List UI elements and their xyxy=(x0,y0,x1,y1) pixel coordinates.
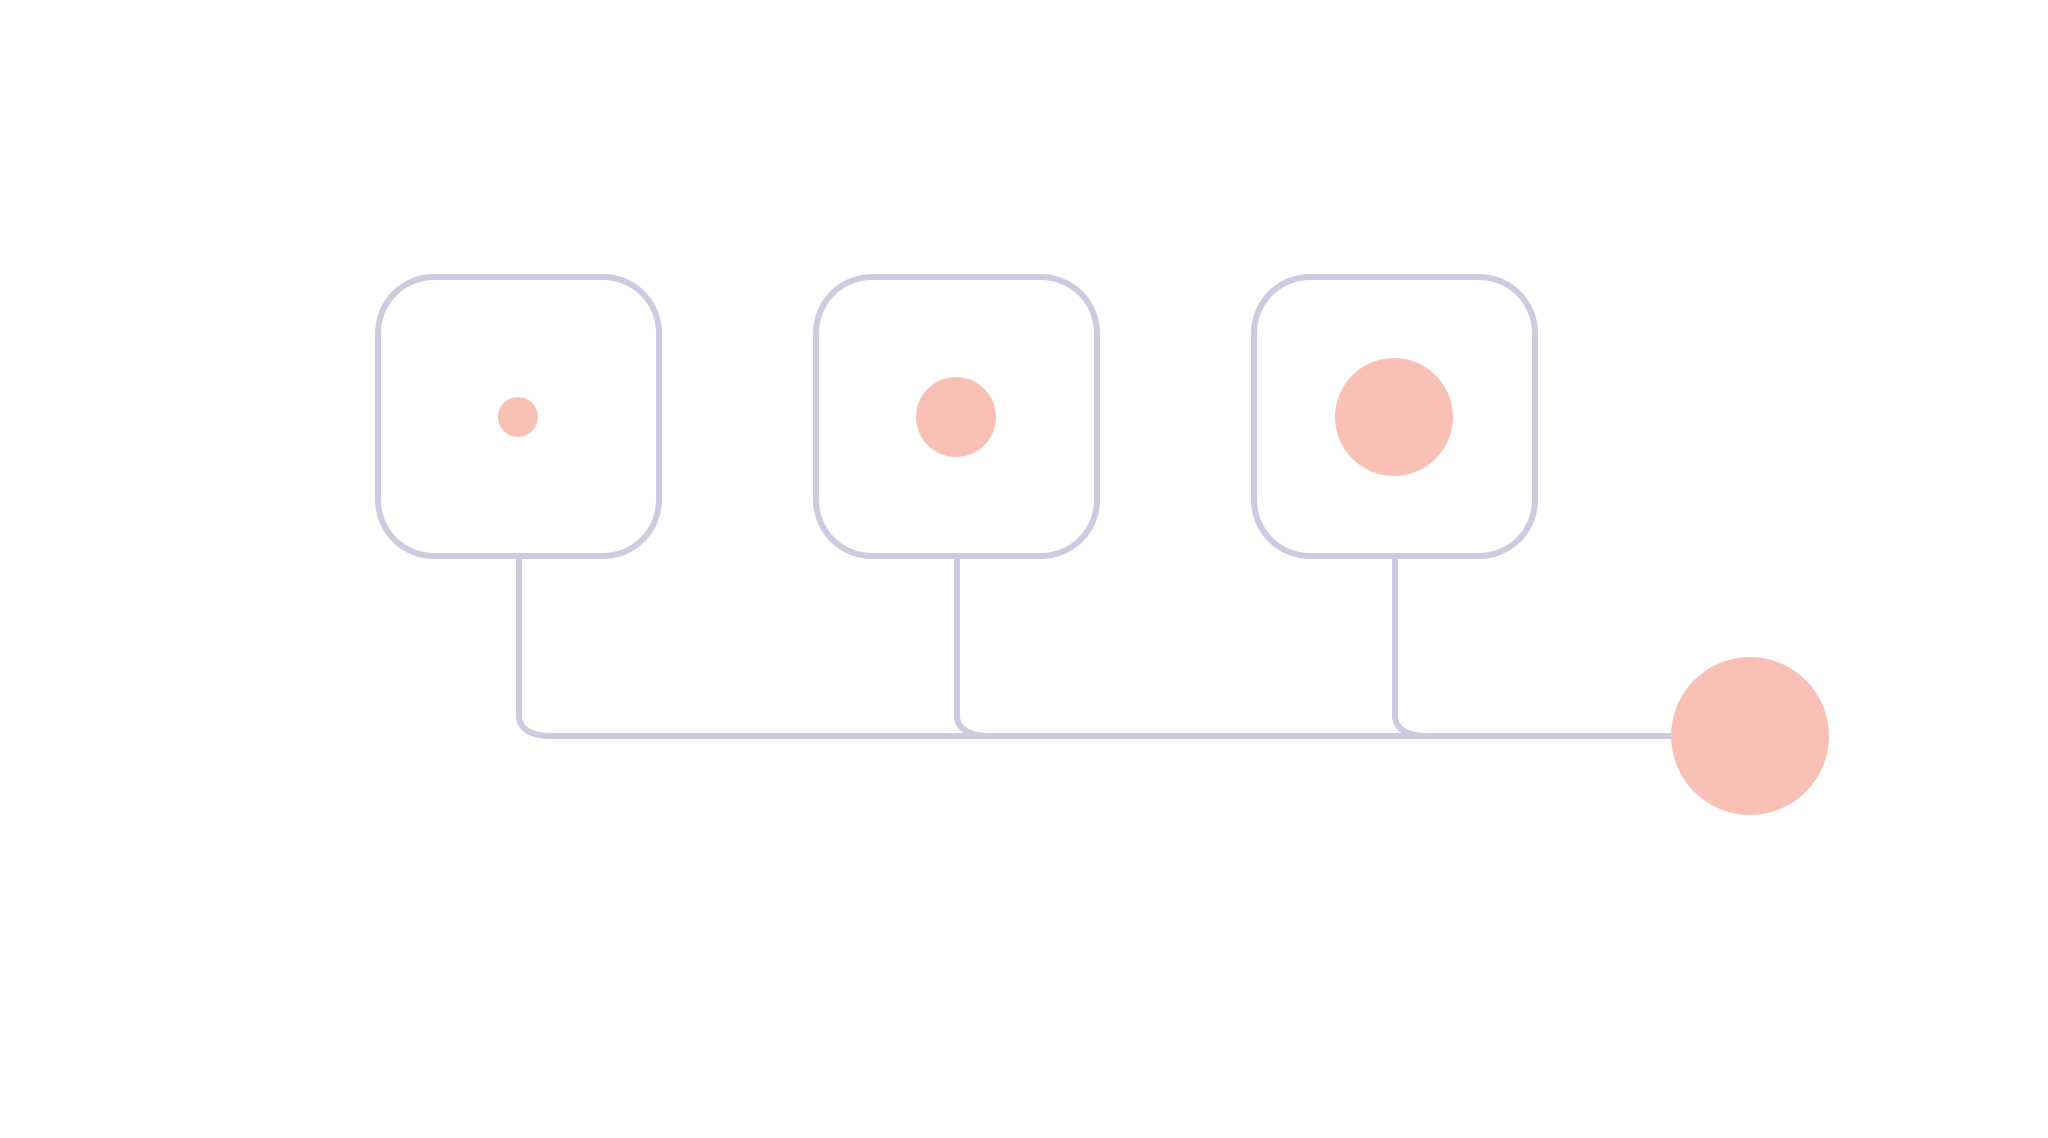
connector-box-2 xyxy=(954,555,990,739)
large-dot-icon xyxy=(1335,358,1453,476)
medium-dot-icon xyxy=(916,377,996,457)
box-2 xyxy=(813,274,1100,559)
large-circle-icon xyxy=(1671,657,1829,815)
box-3 xyxy=(1251,274,1538,559)
connector-box-1 xyxy=(516,555,1675,739)
small-dot-icon xyxy=(498,397,538,437)
connectors xyxy=(516,555,1675,739)
box-1 xyxy=(375,274,662,559)
connector-box-3 xyxy=(1392,555,1428,739)
